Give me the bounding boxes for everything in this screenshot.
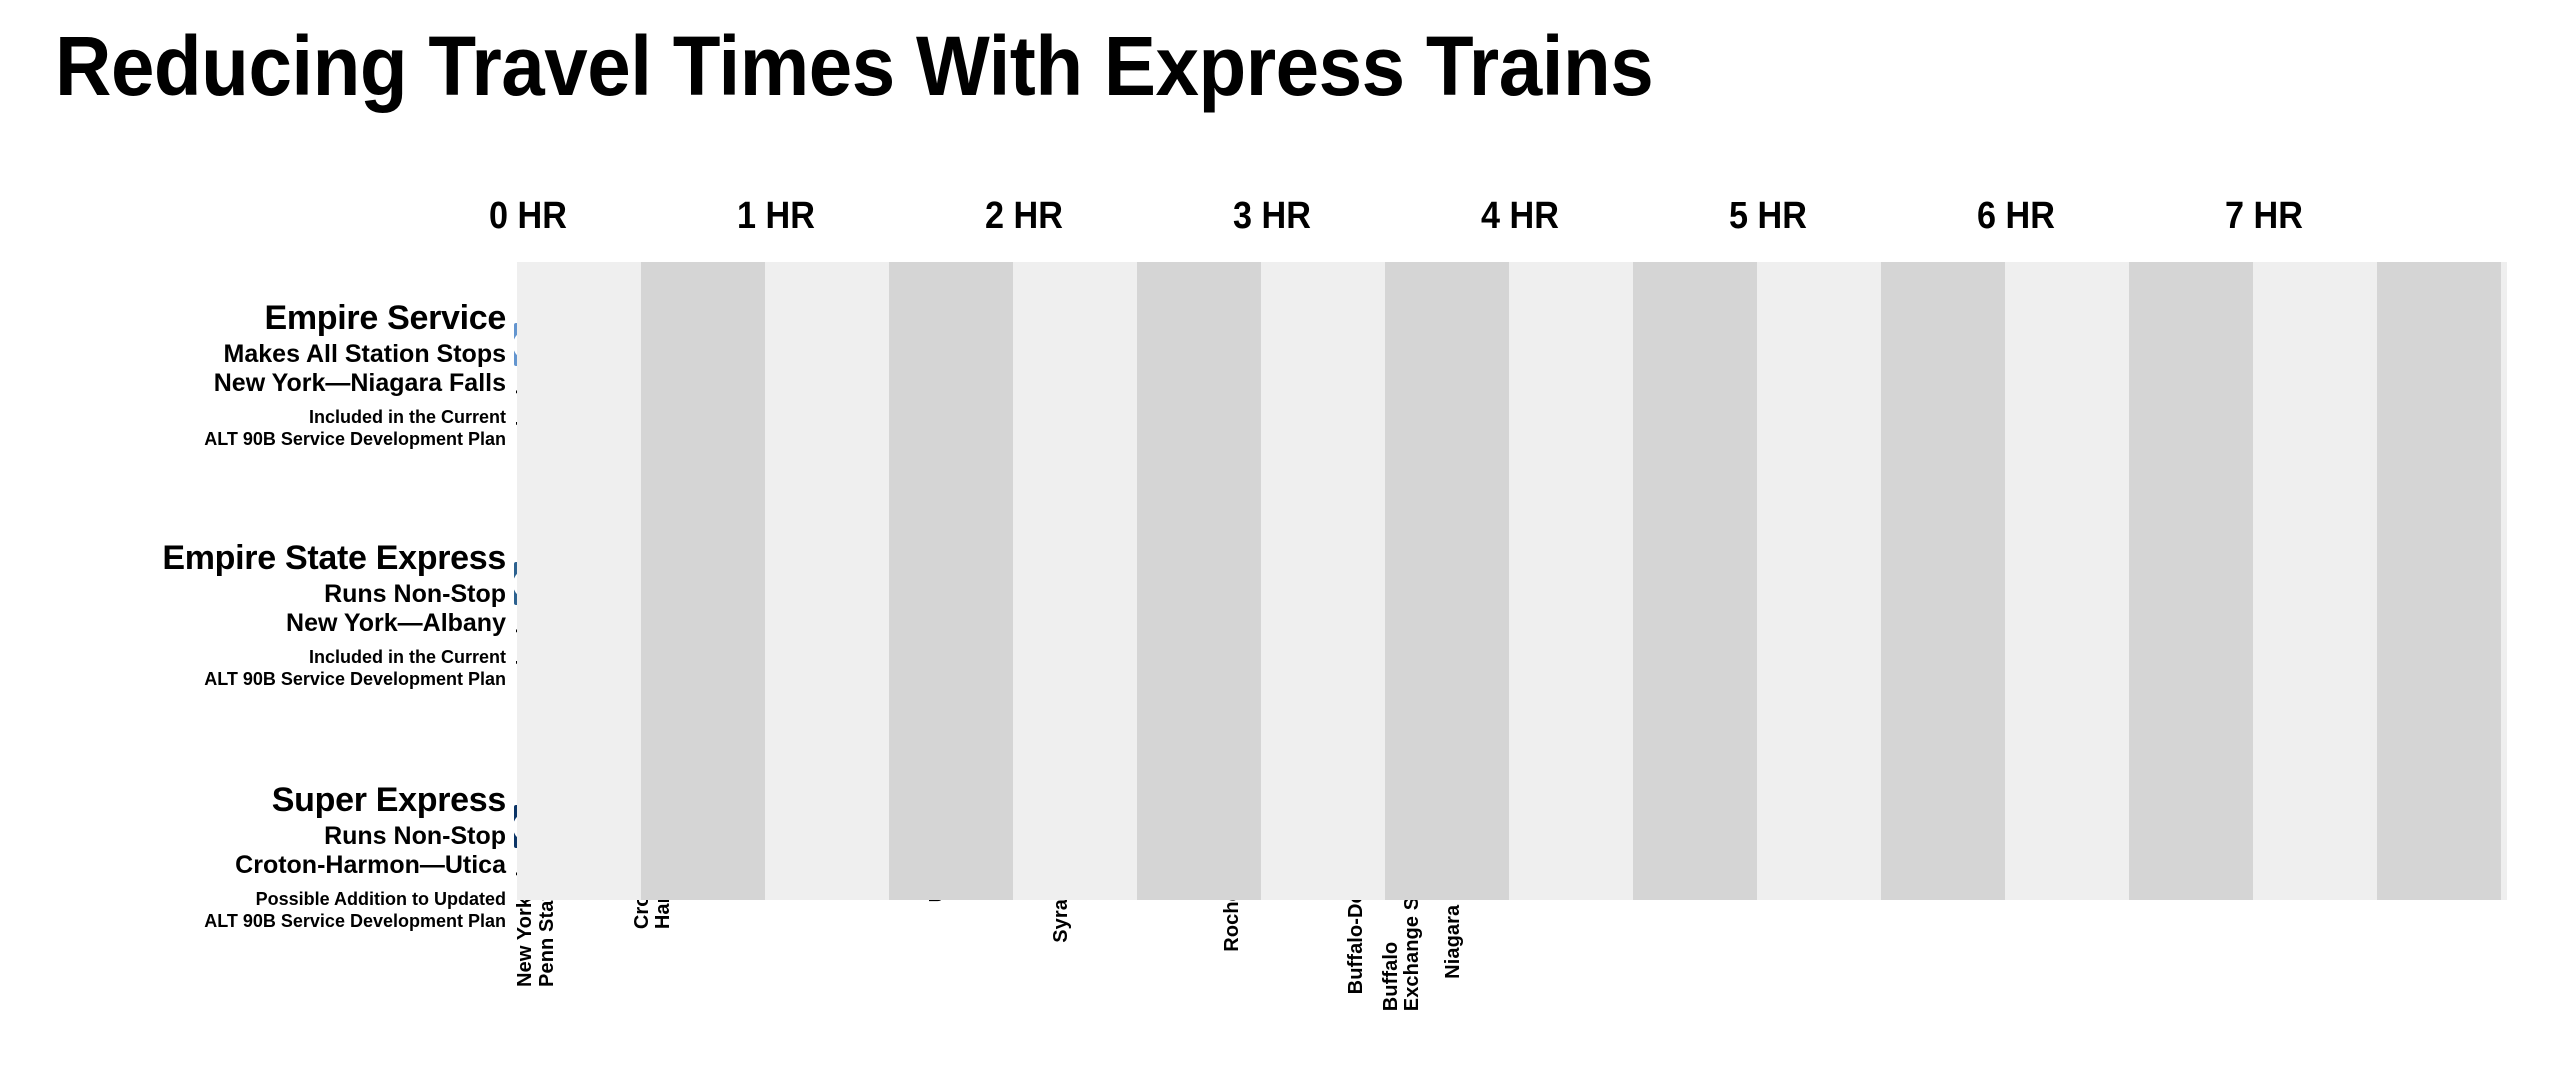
- hour-band: [1880, 262, 2005, 900]
- hour-tick-4: 4 HR: [1481, 195, 1559, 237]
- service-subtitle-line: Runs Non-Stop: [324, 580, 506, 609]
- hour-band: [1012, 262, 1137, 900]
- hour-band: [888, 262, 1013, 900]
- service-subtitle-line: Makes All Station Stops: [223, 340, 506, 369]
- hour-band: [1508, 262, 1633, 900]
- hour-band: [1136, 262, 1261, 900]
- service-name: Empire State Express: [162, 539, 506, 577]
- service-note-line: ALT 90B Service Development Plan: [204, 428, 506, 449]
- hour-band: [2500, 262, 2507, 900]
- service-note-line: ALT 90B Service Development Plan: [204, 668, 506, 689]
- service-subtitle-line: New York—Albany: [286, 608, 506, 637]
- service-note-line: ALT 90B Service Development Plan: [204, 910, 506, 931]
- service-name: Empire Service: [264, 299, 506, 337]
- hour-band: [1260, 262, 1385, 900]
- hour-tick-5: 5 HR: [1729, 195, 1807, 237]
- service-note-line: Possible Addition to Updated: [255, 889, 506, 910]
- hour-tick-1: 1 HR: [737, 195, 815, 237]
- hour-axis: 0 HR 1 HR 2 HR 3 HR 4 HR 5 HR 6 HR 7 HR: [0, 195, 2568, 251]
- hour-band: [2376, 262, 2501, 900]
- hour-tick-3: 3 HR: [1233, 195, 1311, 237]
- service-note-line: Included in the Current: [308, 647, 506, 668]
- hour-tick-6: 6 HR: [1977, 195, 2055, 237]
- service-subtitle-line: New York—Niagara Falls: [213, 368, 506, 397]
- page-title: Reducing Travel Times With Express Train…: [55, 19, 1654, 113]
- hour-tick-7: 7 HR: [2225, 195, 2303, 237]
- hour-band: [640, 262, 765, 900]
- service-note-line: Included in the Current: [308, 407, 506, 428]
- hour-tick-2: 2 HR: [985, 195, 1063, 237]
- hour-band: [764, 262, 889, 900]
- hour-band: [1756, 262, 1881, 900]
- hour-tick-0: 0 HR: [489, 195, 567, 237]
- hour-band: [2252, 262, 2377, 900]
- hour-band: [1384, 262, 1509, 900]
- service-name: Super Express: [271, 781, 507, 819]
- service-subtitle-line: Croton-Harmon—Utica: [235, 850, 506, 879]
- hour-band: [1632, 262, 1757, 900]
- service-subtitle-line: Runs Non-Stop: [324, 822, 506, 851]
- hour-band: [2128, 262, 2253, 900]
- hour-band: [516, 262, 641, 900]
- hour-band: [2004, 262, 2129, 900]
- hour-band-background: [0, 262, 2568, 900]
